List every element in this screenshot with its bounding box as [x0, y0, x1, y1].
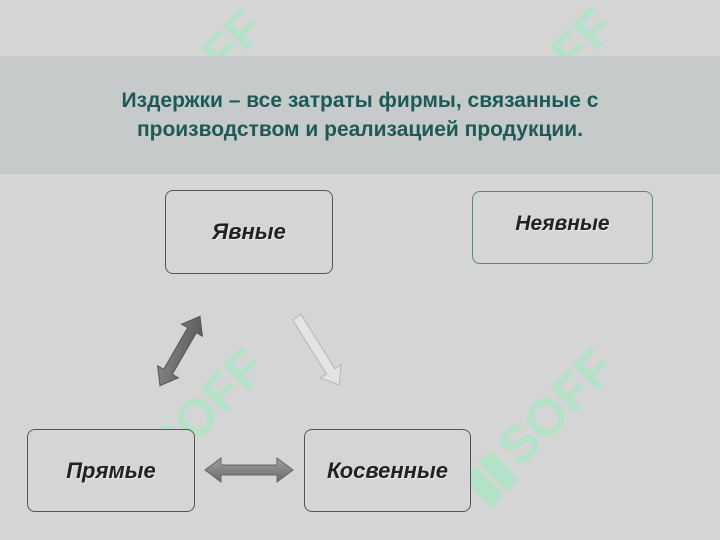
node-direct: Прямые: [27, 429, 195, 512]
arrow-explicit-direct: [156, 315, 204, 387]
node-explicit: Явные: [165, 190, 333, 274]
arrow-explicit-indirect: [291, 313, 342, 386]
node-indirect: Косвенные: [304, 429, 471, 512]
node-implicit: Неявные: [472, 191, 653, 264]
arrow-direct-indirect: [204, 457, 294, 483]
page-title: Издержки – все затраты фирмы, связанные …: [121, 89, 599, 141]
title-band: [0, 56, 720, 174]
